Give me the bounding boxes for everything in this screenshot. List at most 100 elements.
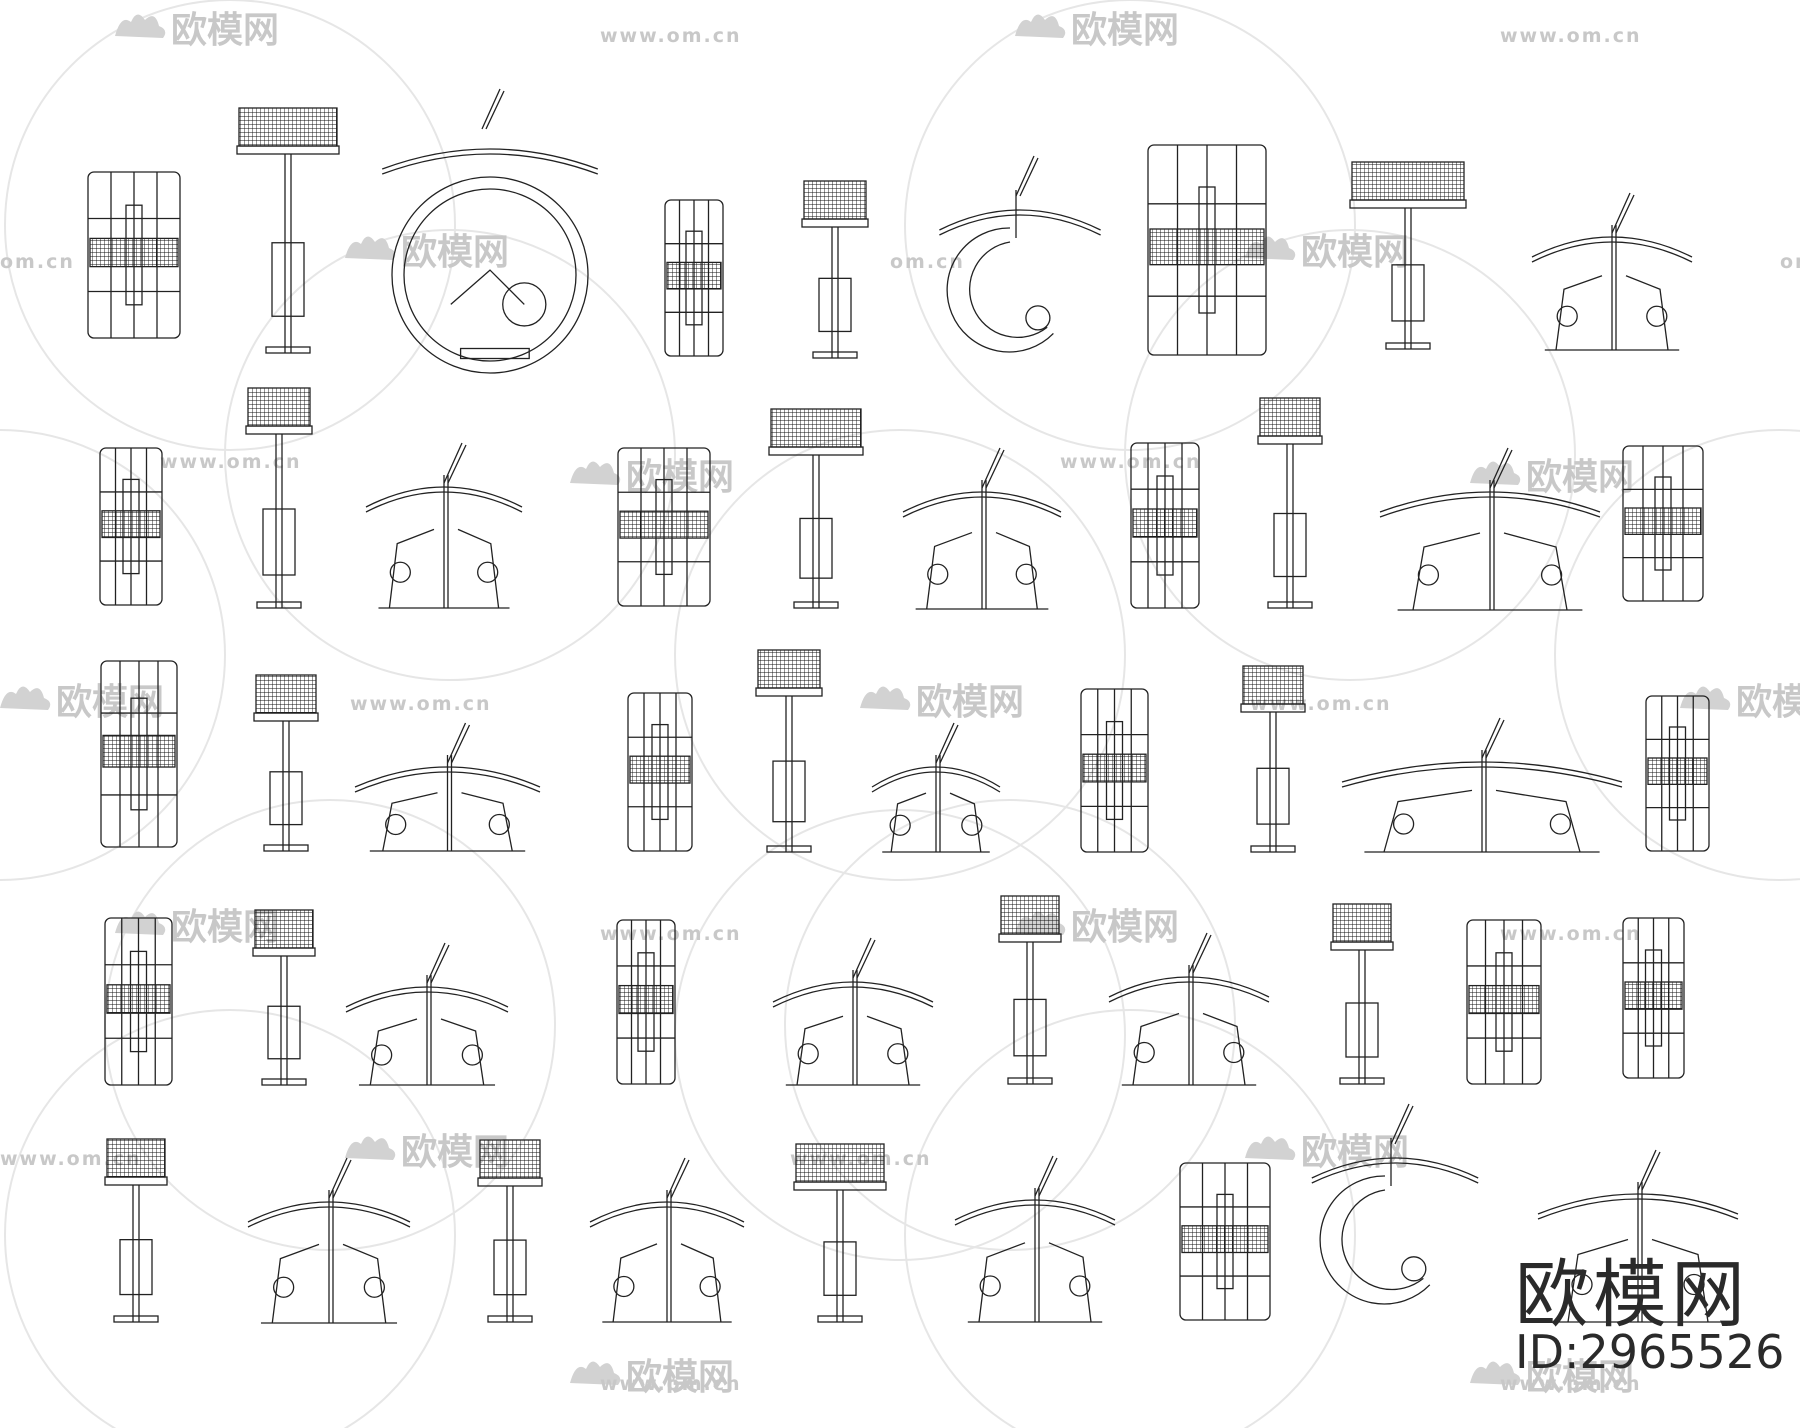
exercise-frame	[680, 1243, 722, 1323]
exercise-wheel	[797, 1043, 819, 1065]
watermark-logo-icon	[1245, 1136, 1296, 1160]
watermark-site-text: om.cn	[890, 251, 965, 273]
watermark-site-text: www.om.cn	[600, 1373, 742, 1395]
plan-machine-body	[1198, 186, 1216, 314]
exercise-wheel	[1392, 813, 1415, 835]
watermark-brand-text: 欧模网	[171, 10, 279, 51]
plan-machine-body	[637, 952, 655, 1052]
equipment-layer	[87, 88, 1739, 1324]
bike-wheel	[502, 282, 547, 327]
watermark-arc	[4, 0, 456, 451]
tilted-solar-panel	[1615, 194, 1635, 234]
machine-wheel	[1025, 305, 1051, 331]
watermark-site-text: www.om.cn	[600, 923, 742, 945]
solar-panel-frame	[793, 1181, 887, 1191]
plan-view	[1179, 1162, 1271, 1321]
watermark-arc	[0, 429, 226, 881]
exercise-unit	[262, 508, 296, 576]
plan-view	[99, 447, 163, 606]
exercise-wheel	[1223, 1041, 1245, 1064]
solar-panel	[1242, 665, 1304, 705]
watermark-brand-text: 欧模网	[1526, 457, 1634, 498]
solar-panel	[803, 180, 867, 220]
solar-post-station	[1240, 665, 1306, 853]
watermark-arc	[674, 429, 1126, 881]
watermark-brand-text: 欧模网	[626, 457, 734, 498]
exercise-frame	[342, 1243, 387, 1324]
solar-panel	[255, 674, 317, 714]
plan-solar-panel	[102, 734, 176, 768]
c-ring-frame	[968, 241, 1048, 338]
watermark-brand-text: 欧模网	[1301, 232, 1409, 273]
exercise-frame	[978, 1242, 1026, 1323]
solar-post-station	[1349, 161, 1467, 350]
exercise-frame	[440, 1018, 485, 1086]
exercise-frame	[1495, 789, 1581, 853]
tilted-solar-panel	[1641, 1151, 1661, 1191]
watermark-site-text: om.cn	[0, 251, 75, 273]
tilted-solar-panel	[1489, 447, 1509, 489]
plan-view	[617, 447, 711, 607]
tilted-solar-panel	[430, 944, 450, 984]
plan-machine-body	[125, 204, 143, 306]
tilted-solar-panel	[481, 88, 501, 130]
exercise-frame	[1555, 275, 1603, 351]
exercise-frame	[1651, 1238, 1709, 1323]
canopy-arc	[1311, 1157, 1479, 1179]
tilted-solar-panel	[670, 1159, 690, 1199]
exercise-frame	[369, 1018, 418, 1086]
tilted-solar-panel	[1611, 192, 1631, 234]
exercise-frame	[1625, 275, 1669, 351]
exercise-frame	[866, 1015, 910, 1086]
exercise-wheel	[1549, 813, 1572, 835]
solar-panel	[770, 408, 862, 448]
solar-post-station	[768, 408, 864, 609]
watermark-brand-text: 欧模网	[1071, 10, 1179, 51]
base-plate	[256, 601, 302, 609]
plan-solar-panel	[618, 984, 674, 1015]
plan-view	[1147, 144, 1267, 356]
exercise-wheel	[385, 813, 407, 836]
exercise-frame	[461, 792, 513, 852]
solar-panel	[795, 1143, 885, 1183]
watermark-arc	[904, 0, 1356, 451]
arch-station	[902, 447, 1062, 610]
exercise-unit	[271, 242, 305, 317]
tilted-solar-panel	[1034, 1155, 1054, 1197]
canopy-arc	[939, 209, 1101, 231]
plan-view	[1080, 688, 1149, 853]
solar-panel-frame	[236, 145, 340, 155]
arch-station	[247, 1157, 411, 1324]
plan-solar-panel	[619, 510, 709, 539]
solar-panel	[1351, 161, 1465, 201]
plan-view	[87, 171, 181, 339]
base-plate	[793, 601, 839, 609]
exercise-wheel	[477, 561, 499, 583]
solar-post-station	[755, 649, 823, 853]
exercise-wheel	[1069, 1275, 1091, 1297]
exercise-unit	[1273, 512, 1307, 578]
solar-panel	[106, 1138, 166, 1178]
arch-station	[1537, 1149, 1739, 1323]
plan-view	[104, 917, 173, 1086]
solar-panel	[479, 1139, 541, 1179]
exercise-wheel	[370, 1044, 393, 1066]
exercise-frame	[457, 528, 500, 609]
arch-station	[1379, 447, 1601, 611]
arch-station	[1531, 192, 1693, 351]
c-ring-frame	[946, 227, 1054, 353]
base-plate	[812, 351, 858, 359]
watermark-logo-icon	[1470, 461, 1521, 485]
tilted-solar-panel	[1192, 934, 1212, 974]
exercise-frame	[1048, 1242, 1092, 1323]
plan-view	[616, 919, 676, 1085]
watermark-site-text: www.om.cn	[350, 693, 492, 715]
plan-view	[1645, 695, 1710, 852]
exercise-frame	[926, 531, 973, 610]
watermark-arc	[1554, 429, 1800, 881]
solar-post-station	[1257, 397, 1323, 609]
tilted-solar-panel	[1188, 932, 1208, 974]
tilted-solar-panel	[856, 939, 876, 979]
solar-panel-frame	[1349, 199, 1467, 209]
watermark-site-text: www.om.cn	[1500, 1373, 1642, 1395]
